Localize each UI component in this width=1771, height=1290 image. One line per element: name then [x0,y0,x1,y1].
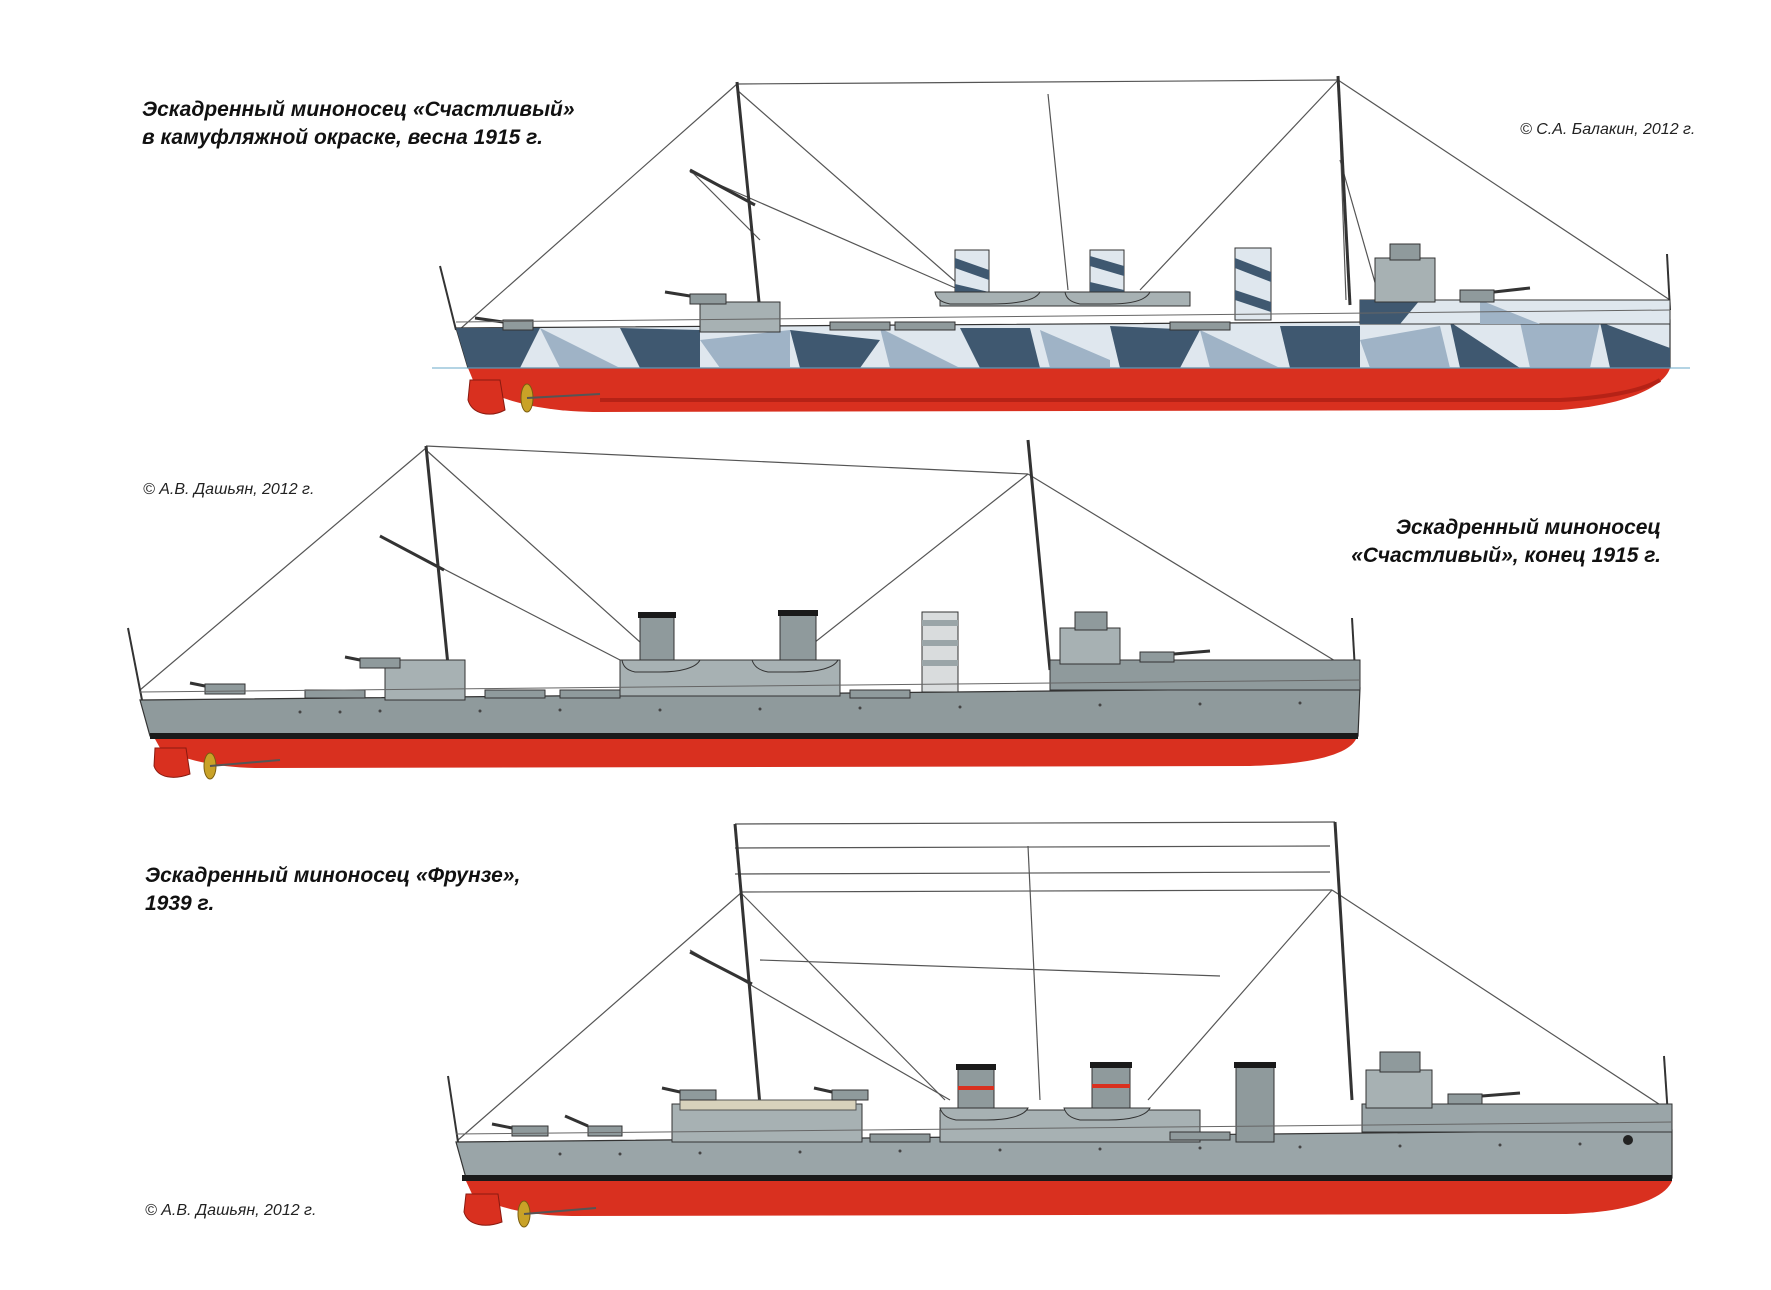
ship-3-funnels [956,1062,1276,1143]
ship-3-rigging [457,821,1669,1141]
ship-3-caption-line-2: 1939 г. [145,892,215,915]
ship-1-credit: © С.А. Балакин, 2012 г. [1520,121,1696,138]
ship-3-boat-1 [939,1107,1029,1121]
ship-2-caption-line-1: Эскадренный миноносец [1395,516,1661,539]
ship-2-portholes [298,701,1302,714]
ship-2-boat-2 [751,659,839,673]
ship-1-bridge [1374,257,1436,303]
ship-3-rudder [463,1193,503,1226]
ship-3-railing [455,1121,1673,1135]
ship-2-caption-line-2: «Счастливый», конец 1915 г. [1351,544,1661,567]
ship-2-funnels [638,610,959,693]
ship-1-boat-1 [934,291,1041,305]
ship-3-credit: © А.В. Дашьян, 2012 г. [145,1202,317,1219]
ship-2-forecastle [1049,659,1361,691]
ship-2-ensign-staff [127,627,143,701]
ship-1-railing [455,309,1671,323]
ship-2-underwater-hull [155,739,1356,768]
ship-3-anchor [1623,1135,1633,1145]
ship-2-credit: © А.В. Дашьян, 2012 г. [143,481,315,498]
ship-2-rudder [153,747,191,778]
ship-3-caption: Эскадренный миноносец «Фрунзе», 1939 г. [145,862,520,918]
ship-1-rigging [458,75,1671,333]
ship-1-rudder [467,379,506,415]
ship-1-boat-2 [1064,291,1151,305]
ship-3-ensign-staff [447,1075,459,1143]
ship-3-underwater-hull [466,1181,1672,1216]
ship-1-ensign-staff [439,265,457,331]
ship-2-railing [139,679,1361,693]
ship-3-forecastle [1361,1103,1673,1133]
ship-1-caption-line-1: Эскадренный миноносец «Счастливый» [142,98,575,121]
ship-3-guns [491,1086,1521,1143]
ship-1-caption-line-2: в камуфляжной окраске, весна 1915 г. [142,126,543,149]
ship-3-portholes [558,1142,1582,1156]
ship-3-masts [689,821,1354,1129]
ship-1-aft-deckhouse [699,301,781,333]
ship-3-caption-line-1: Эскадренный миноносец «Фрунзе», [145,864,521,887]
ship-1-dazzle-pattern [456,322,1670,368]
ship-1-masts [689,75,1352,333]
ship-2-caption: Эскадренный миноносец «Счастливый», коне… [1351,514,1661,570]
ship-2-guns [189,649,1211,699]
ship-3-boat-2 [1063,1107,1151,1121]
ship-2-boat-1 [621,659,701,673]
ship-3-bridge [1365,1069,1433,1109]
ship-1-guns [474,286,1531,331]
ship-1-caption: Эскадренный миноносец «Счастливый» в кам… [142,96,575,152]
